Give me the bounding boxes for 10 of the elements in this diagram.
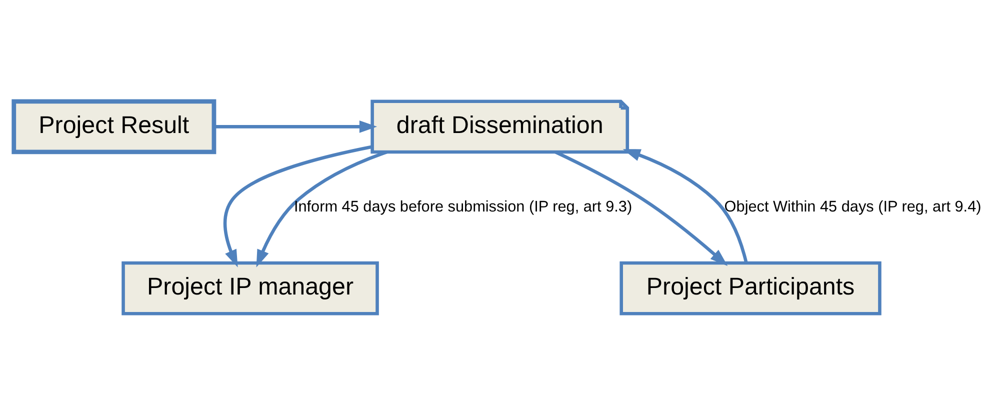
arrow [214,120,378,133]
node-box: Project Participants [620,261,882,316]
arrow [554,150,728,266]
arrow [223,145,373,268]
node-box: Project IP manager [122,261,379,316]
edge-label: Inform 45 days before submission (IP reg, art 9.3) [294,198,632,216]
arrow [256,150,388,268]
node-box: Project Result [12,99,216,154]
edge-label: Object Within 45 days (IP reg, art 9.4) [724,198,982,216]
arrow [622,149,748,264]
